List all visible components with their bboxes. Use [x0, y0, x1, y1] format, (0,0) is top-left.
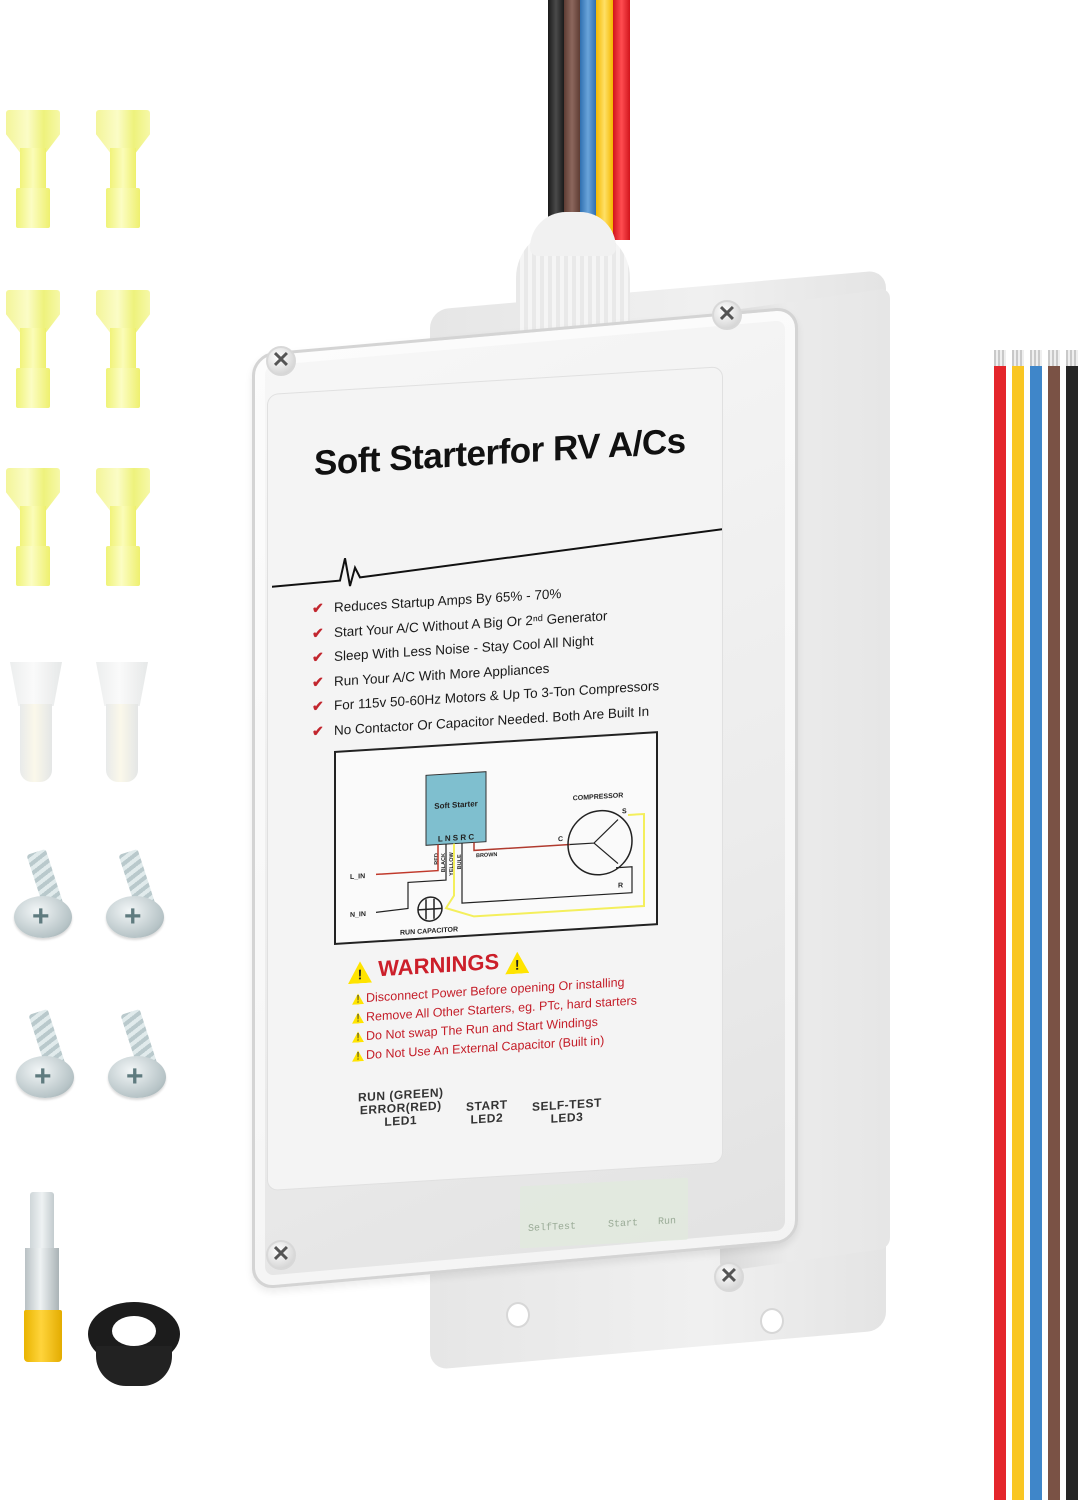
snap-bushing: [88, 1302, 180, 1390]
svg-text:S: S: [622, 808, 627, 815]
svg-text:C: C: [558, 836, 563, 843]
wire-black: [548, 0, 564, 240]
lid-screw-icon: ✕: [266, 1240, 296, 1270]
warning-icon: !: [352, 1031, 364, 1043]
lid-screw-icon: ✕: [714, 1262, 744, 1292]
wire-blue-loose: [1030, 350, 1042, 1500]
check-icon: ✔: [312, 624, 324, 641]
female-connector: [6, 110, 60, 228]
check-icon: ✔: [312, 673, 324, 690]
compressor-label: COMPRESSOR: [573, 792, 624, 802]
check-icon: ✔: [312, 722, 324, 739]
svg-text:BLACK: BLACK: [441, 853, 447, 873]
warnings-heading: ! WARNINGS !: [348, 947, 529, 984]
warning-list: !Disconnect Power Before opening Or inst…: [352, 972, 637, 1065]
wiring-diagram: Soft Starter L N S R C RED BLACK YELLOW …: [334, 731, 658, 945]
screw: [106, 1008, 170, 1102]
screw: [104, 848, 168, 942]
pcb-window: SelfTest Start Run: [520, 1177, 688, 1249]
ecg-line-icon: [272, 528, 722, 588]
n-in-label: N_IN: [350, 911, 366, 919]
l-in-label: L_IN: [350, 873, 365, 881]
terminal-labels: L N S R C: [438, 832, 474, 843]
wire-brown: [564, 0, 580, 240]
piggyback-terminal: [22, 1192, 64, 1362]
screw: [14, 1008, 78, 1102]
led1-label: RUN (GREEN) ERROR(RED) LED1: [358, 1085, 444, 1129]
warning-icon: !: [348, 961, 372, 984]
cable-gland: [516, 212, 630, 338]
wire-black-loose: [1066, 350, 1078, 1500]
wire-brown-loose: [1048, 350, 1060, 1500]
warning-icon: !: [352, 1012, 364, 1024]
lid-screw-icon: ✕: [266, 346, 296, 376]
cable-bundle-top: [548, 0, 630, 240]
svg-text:BULE: BULE: [457, 854, 463, 870]
check-icon: ✔: [312, 599, 324, 617]
warning-icon: !: [352, 1050, 364, 1062]
mounting-hole: [506, 1302, 530, 1328]
loose-wires-right: [990, 350, 1085, 1500]
svg-text:R: R: [618, 882, 623, 889]
wire-red: [613, 0, 630, 240]
feature-list: ✔Reduces Startup Amps By 65% - 70% ✔Star…: [312, 575, 659, 742]
warning-icon: !: [505, 951, 529, 974]
wire-yellow: [596, 0, 613, 240]
check-icon: ✔: [312, 697, 324, 715]
lid-screw-icon: ✕: [712, 300, 742, 330]
led3-label: SELF-TEST LED3: [532, 1095, 602, 1126]
svg-text:YELLOW: YELLOW: [449, 851, 455, 876]
screw: [12, 848, 76, 942]
female-connector: [6, 468, 60, 586]
wire-red-loose: [994, 350, 1006, 1500]
soft-starter-label: Soft Starter: [434, 799, 478, 811]
female-connector: [6, 290, 60, 408]
wire-nut: [96, 662, 148, 782]
warning-icon: !: [352, 993, 364, 1005]
check-icon: ✔: [312, 648, 324, 666]
svg-text:RED: RED: [434, 853, 440, 865]
product-title: Soft Starterfor RV A/Cs: [314, 421, 686, 484]
wiring-diagram-svg: Soft Starter L N S R C RED BLACK YELLOW …: [350, 771, 645, 937]
wire-blue: [580, 0, 596, 240]
svg-text:BROWN: BROWN: [476, 852, 497, 859]
mounting-hole: [760, 1308, 784, 1334]
female-connector: [96, 290, 150, 408]
female-connector: [96, 468, 150, 586]
product-label: Soft Starterfor RV A/Cs ✔Reduces Startup…: [268, 367, 722, 1190]
wire-nut: [10, 662, 62, 782]
wire-yellow-loose: [1012, 350, 1024, 1500]
female-connector: [96, 110, 150, 228]
led2-label: START LED2: [466, 1097, 508, 1127]
run-capacitor-label: RUN CAPACITOR: [400, 926, 458, 937]
